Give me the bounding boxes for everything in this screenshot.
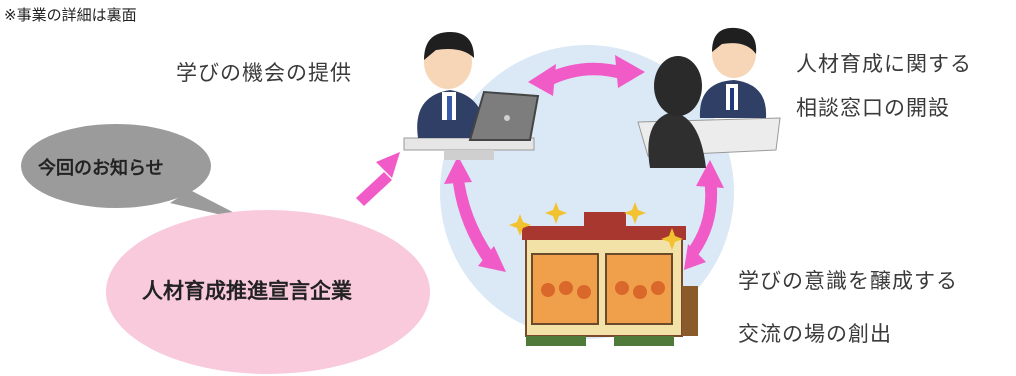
- consultation-label-line1: 人材育成に関する: [796, 52, 972, 76]
- person-at-laptop-illustration: [403, 32, 540, 160]
- consultation-label-line2: 相談窓口の開設: [796, 96, 950, 120]
- announcement-text: 今回のお知らせ: [38, 158, 164, 179]
- cycle-arrows: [356, 55, 724, 272]
- community-hall-illustration: [509, 202, 698, 346]
- company-text: 人材育成推進宣言企業: [142, 279, 352, 303]
- learning-opportunity-label: 学びの機会の提供: [176, 61, 352, 85]
- company-bubble: [106, 210, 430, 374]
- details-note: ※事業の詳細は裏面: [4, 6, 137, 24]
- consultation-meeting-illustration: [637, 27, 781, 168]
- exchange-label-line1: 学びの意識を醸成する: [738, 269, 958, 293]
- exchange-label-line2: 交流の場の創出: [738, 322, 892, 346]
